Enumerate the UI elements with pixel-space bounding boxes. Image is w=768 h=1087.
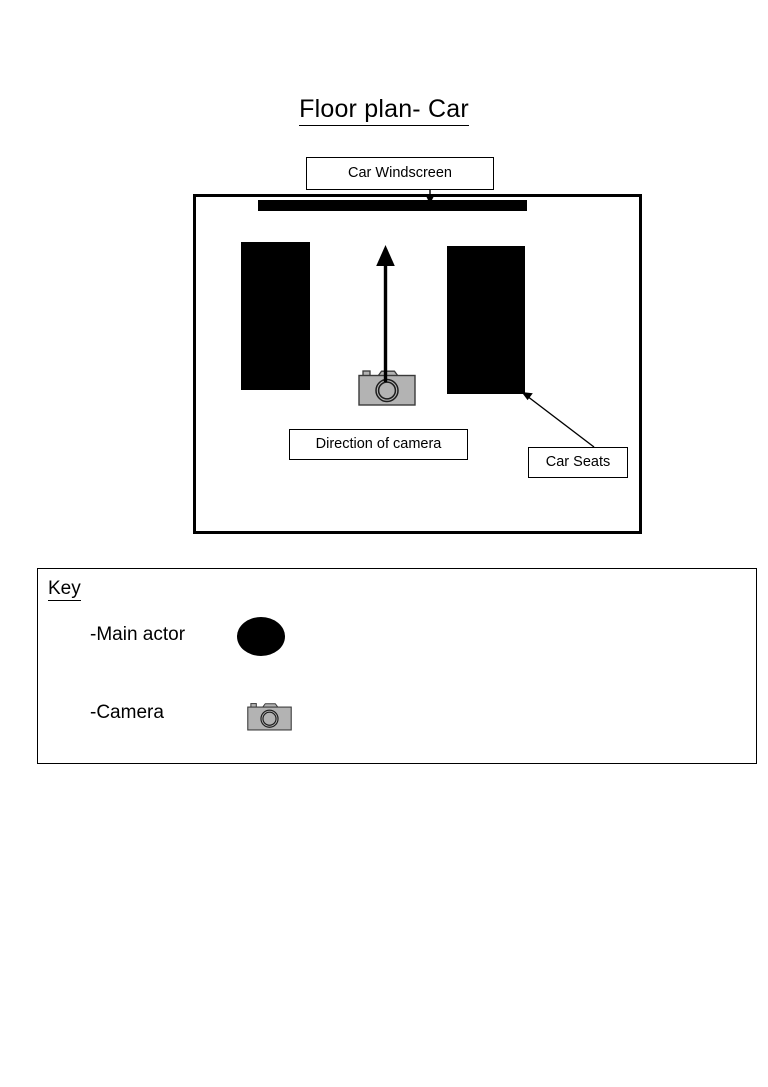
car-seat-right bbox=[447, 246, 525, 394]
label-direction-of-camera[interactable]: Direction of camera bbox=[289, 429, 468, 460]
camera-icon bbox=[358, 368, 416, 411]
key-panel bbox=[37, 568, 757, 764]
label-car-seats-text: Car Seats bbox=[545, 454, 611, 471]
car-seat-left bbox=[241, 242, 310, 390]
page-title-text: Floor plan- Car bbox=[299, 95, 469, 126]
key-item-label-main-actor: -Main actor bbox=[90, 624, 186, 645]
camera-icon bbox=[247, 698, 292, 739]
label-direction-of-camera-text: Direction of camera bbox=[315, 436, 442, 453]
main-actor-ellipse-icon bbox=[237, 617, 285, 656]
camera-glyph bbox=[358, 370, 416, 406]
label-car-windscreen-text: Car Windscreen bbox=[348, 165, 452, 182]
label-car-windscreen[interactable]: Car Windscreen bbox=[306, 157, 494, 190]
page-title: Floor plan- Car bbox=[0, 95, 768, 126]
key-heading: Key bbox=[48, 578, 81, 601]
label-car-seats[interactable]: Car Seats bbox=[528, 447, 628, 478]
key-heading-text: Key bbox=[48, 578, 81, 601]
camera-glyph bbox=[247, 703, 292, 731]
car-windscreen-bar bbox=[258, 200, 527, 211]
key-item-label-camera: -Camera bbox=[90, 702, 164, 723]
